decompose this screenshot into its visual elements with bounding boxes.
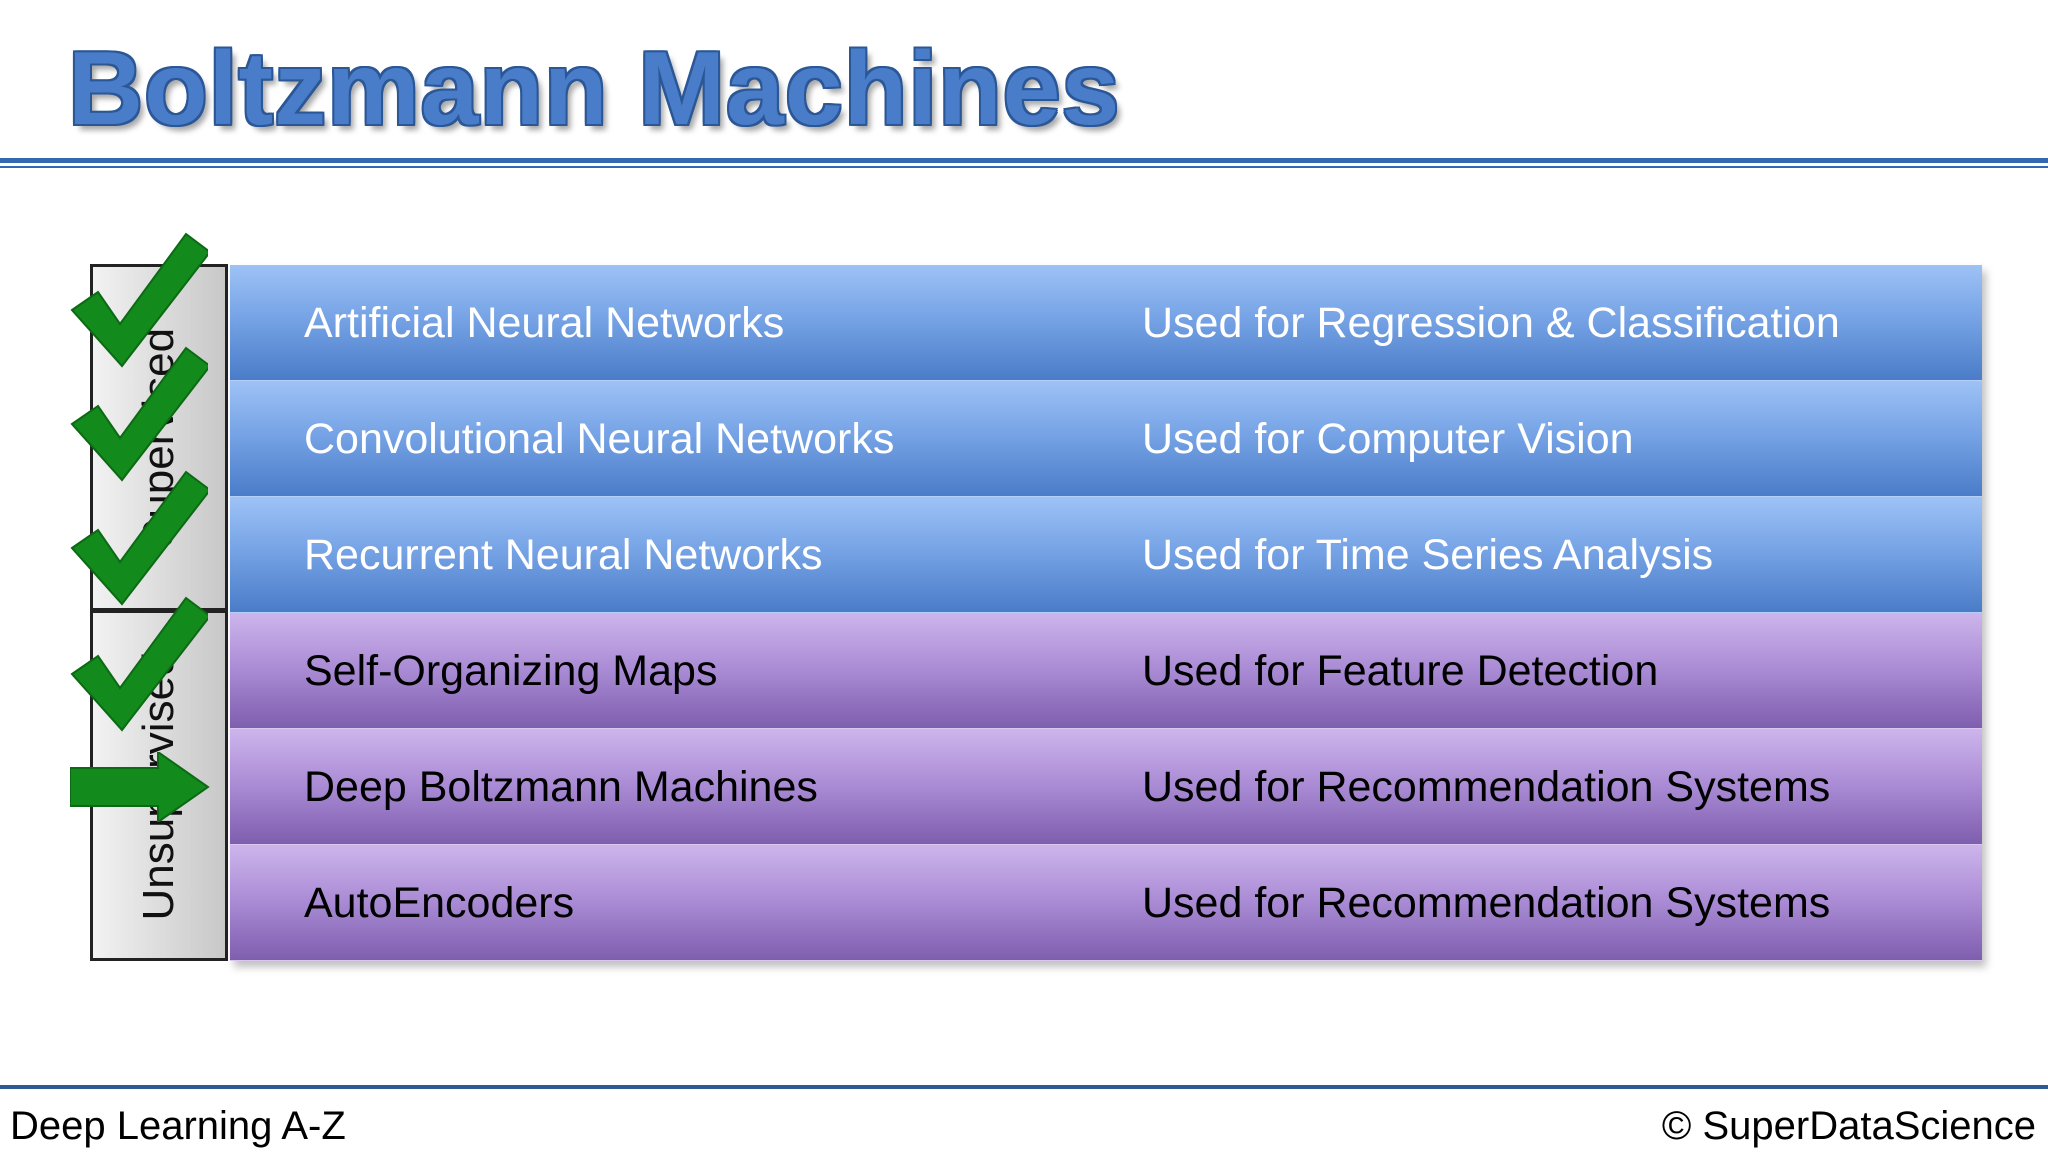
method-name: Recurrent Neural Networks bbox=[304, 531, 823, 579]
checkmark-icon bbox=[70, 470, 208, 606]
method-use: Used for Feature Detection bbox=[1142, 647, 1659, 695]
method-name: Convolutional Neural Networks bbox=[304, 415, 895, 463]
row-recurrent-neural-networks: Recurrent Neural Networks Used for Time … bbox=[230, 497, 1982, 613]
footer-divider bbox=[0, 1085, 2048, 1089]
method-use: Used for Time Series Analysis bbox=[1142, 531, 1714, 579]
method-use: Used for Regression & Classification bbox=[1142, 299, 1840, 347]
method-name: Deep Boltzmann Machines bbox=[304, 763, 818, 811]
method-use: Used for Recommendation Systems bbox=[1142, 879, 1831, 927]
checkmark-icon bbox=[70, 596, 208, 732]
method-use: Used for Computer Vision bbox=[1142, 415, 1634, 463]
checkmark-icon bbox=[70, 232, 208, 368]
row-self-organizing-maps: Self-Organizing Maps Used for Feature De… bbox=[230, 613, 1982, 729]
method-use: Used for Recommendation Systems bbox=[1142, 763, 1831, 811]
row-artificial-neural-networks: Artificial Neural Networks Used for Regr… bbox=[230, 265, 1982, 381]
row-autoencoders: AutoEncoders Used for Recommendation Sys… bbox=[230, 845, 1982, 961]
row-deep-boltzmann-machines: Deep Boltzmann Machines Used for Recomme… bbox=[230, 729, 1982, 845]
methods-table: Artificial Neural Networks Used for Regr… bbox=[230, 265, 1982, 961]
course-name: Deep Learning A-Z bbox=[10, 1104, 346, 1148]
slide-title: Boltzmann Machines bbox=[68, 31, 1121, 147]
method-name: AutoEncoders bbox=[304, 879, 575, 927]
row-convolutional-neural-networks: Convolutional Neural Networks Used for C… bbox=[230, 381, 1982, 497]
method-name: Artificial Neural Networks bbox=[304, 299, 785, 347]
title-divider bbox=[0, 158, 2048, 168]
copyright: © SuperDataScience bbox=[1661, 1104, 2036, 1148]
method-name: Self-Organizing Maps bbox=[304, 647, 718, 695]
checkmark-icon bbox=[70, 346, 208, 482]
right-arrow-icon bbox=[70, 752, 210, 822]
